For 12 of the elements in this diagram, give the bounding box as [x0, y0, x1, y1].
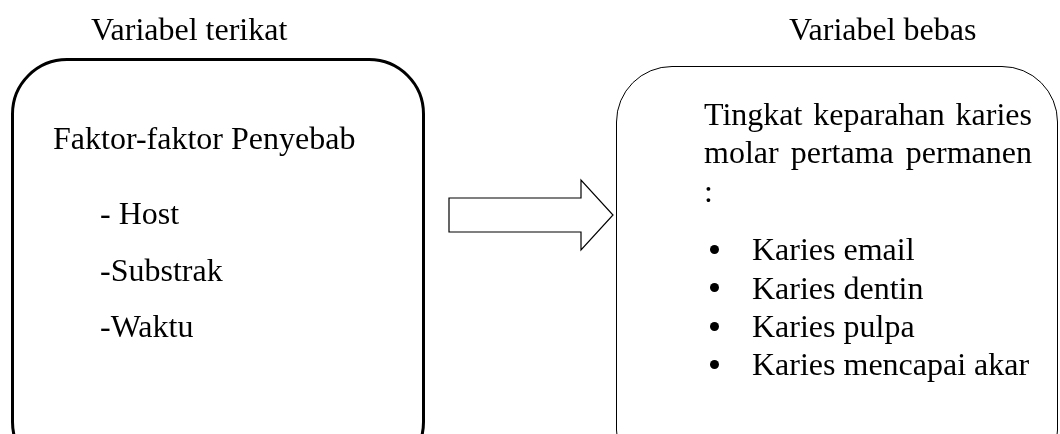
list-item: -Substrak	[100, 250, 224, 290]
list-item: Karies pulpa	[752, 306, 915, 346]
heading: Variabel terikat	[91, 10, 288, 49]
list-item: Karies email	[752, 230, 915, 269]
heading: Variabel bebas	[789, 10, 977, 49]
body-text: Tingkat keparahan karies molar pertama permanen :	[704, 95, 1032, 211]
list-item: Karies dentin	[752, 268, 924, 307]
list-item: Karies mencapai akar	[752, 345, 1030, 384]
list-item: -Waktu	[100, 307, 195, 346]
body-text: Faktor-faktor Penyebab	[53, 119, 357, 158]
list-item: - Host	[100, 194, 181, 233]
block-arrow	[448, 178, 614, 252]
